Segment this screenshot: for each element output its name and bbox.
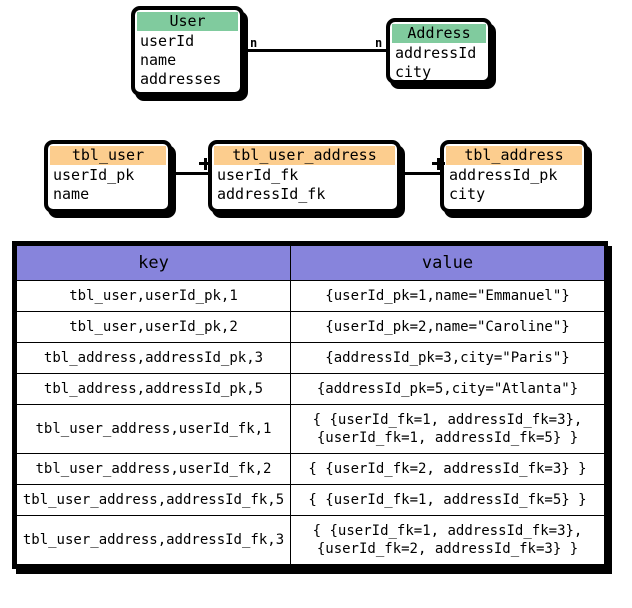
column-header-value: value bbox=[290, 245, 605, 281]
entity-field: name bbox=[140, 51, 177, 69]
cell-key: tbl_user_address,addressId_fk,3 bbox=[16, 515, 291, 565]
cell-value: { {userId_fk=1, addressId_fk=3}, {userId… bbox=[290, 404, 605, 454]
table-header-row: key value bbox=[16, 245, 605, 281]
entity-title-user: User bbox=[137, 12, 238, 31]
table-row[interactable]: tbl_address,addressId_pk,5 {addressId_pk… bbox=[16, 373, 605, 405]
column-header-key: key bbox=[16, 245, 291, 281]
cell-key: tbl_user,userId_pk,1 bbox=[16, 280, 291, 312]
cell-key: tbl_user_address,userId_fk,1 bbox=[16, 404, 291, 454]
entity-connector-line bbox=[248, 49, 388, 52]
cell-value: {addressId_pk=5,city="Atlanta"} bbox=[290, 373, 605, 405]
table-row[interactable]: tbl_address,addressId_pk,3 {addressId_pk… bbox=[16, 342, 605, 374]
key-value-table[interactable]: key value tbl_user,userId_pk,1 {userId_p… bbox=[12, 241, 608, 569]
entity-box-address[interactable]: Address addressId city bbox=[386, 18, 492, 84]
cell-key: tbl_user_address,addressId_fk,5 bbox=[16, 484, 291, 516]
crowsfoot-marker bbox=[199, 162, 212, 165]
table-fields-tbl-address: addressId_pk city bbox=[446, 165, 582, 206]
table-connector-line-user bbox=[176, 172, 212, 175]
cell-value: { {userId_fk=1, addressId_fk=5} } bbox=[290, 484, 605, 516]
table-fields-tbl-user-address: userId_fk addressId_fk bbox=[214, 165, 395, 206]
entity-field: city bbox=[395, 63, 432, 81]
table-title-tbl-user: tbl_user bbox=[50, 146, 166, 165]
entity-field: addresses bbox=[140, 70, 222, 88]
table-field: city bbox=[449, 185, 486, 203]
entity-field: userId bbox=[140, 32, 195, 50]
crowsfoot-marker bbox=[172, 158, 175, 170]
crowsfoot-marker bbox=[401, 158, 404, 170]
table-row[interactable]: tbl_user,userId_pk,1 {userId_pk=1,name="… bbox=[16, 280, 605, 312]
entity-field: addressId bbox=[395, 44, 477, 62]
table-row[interactable]: tbl_user_address,addressId_fk,5 { {userI… bbox=[16, 484, 605, 516]
cell-key: tbl_user,userId_pk,2 bbox=[16, 311, 291, 343]
table-fields-tbl-user: userId_pk name bbox=[50, 165, 166, 206]
cell-value: { {userId_fk=2, addressId_fk=3} } bbox=[290, 453, 605, 485]
table-title-tbl-address: tbl_address bbox=[446, 146, 582, 165]
cardinality-label-left: n bbox=[250, 36, 258, 50]
kv-table-body: tbl_user,userId_pk,1 {userId_pk=1,name="… bbox=[16, 280, 605, 565]
table-field: userId_fk bbox=[217, 166, 299, 184]
entity-fields-address: addressId city bbox=[392, 43, 486, 81]
entity-title-address: Address bbox=[392, 24, 486, 43]
table-row[interactable]: tbl_user_address,userId_fk,1 { {userId_f… bbox=[16, 404, 605, 454]
table-row[interactable]: tbl_user_address,addressId_fk,3 { {userI… bbox=[16, 515, 605, 565]
table-title-tbl-user-address: tbl_user_address bbox=[214, 146, 395, 165]
table-field: addressId_fk bbox=[217, 185, 326, 203]
crowsfoot-marker bbox=[432, 162, 445, 165]
cell-value: {userId_pk=1,name="Emmanuel"} bbox=[290, 280, 605, 312]
cell-value: {userId_pk=2,name="Caroline"} bbox=[290, 311, 605, 343]
table-field: userId_pk bbox=[53, 166, 135, 184]
table-field: addressId_pk bbox=[449, 166, 558, 184]
entity-box-user[interactable]: User userId name addresses bbox=[131, 6, 244, 96]
table-row[interactable]: tbl_user_address,userId_fk,2 { {userId_f… bbox=[16, 453, 605, 485]
kv-table-element: key value tbl_user,userId_pk,1 {userId_p… bbox=[16, 245, 605, 565]
table-row[interactable]: tbl_user,userId_pk,2 {userId_pk=2,name="… bbox=[16, 311, 605, 343]
entity-fields-user: userId name addresses bbox=[137, 31, 238, 91]
table-connector-line-address bbox=[404, 172, 444, 175]
cell-value: { {userId_fk=1, addressId_fk=3}, {userId… bbox=[290, 515, 605, 565]
table-box-tbl-address[interactable]: tbl_address addressId_pk city bbox=[440, 140, 588, 213]
cell-key: tbl_address,addressId_pk,3 bbox=[16, 342, 291, 374]
cell-key: tbl_address,addressId_pk,5 bbox=[16, 373, 291, 405]
table-box-tbl-user-address[interactable]: tbl_user_address userId_fk addressId_fk bbox=[208, 140, 401, 213]
table-field: name bbox=[53, 185, 90, 203]
cardinality-label-right: n bbox=[375, 36, 383, 50]
cell-key: tbl_user_address,userId_fk,2 bbox=[16, 453, 291, 485]
cell-value: {addressId_pk=3,city="Paris"} bbox=[290, 342, 605, 374]
table-box-tbl-user[interactable]: tbl_user userId_pk name bbox=[44, 140, 172, 213]
